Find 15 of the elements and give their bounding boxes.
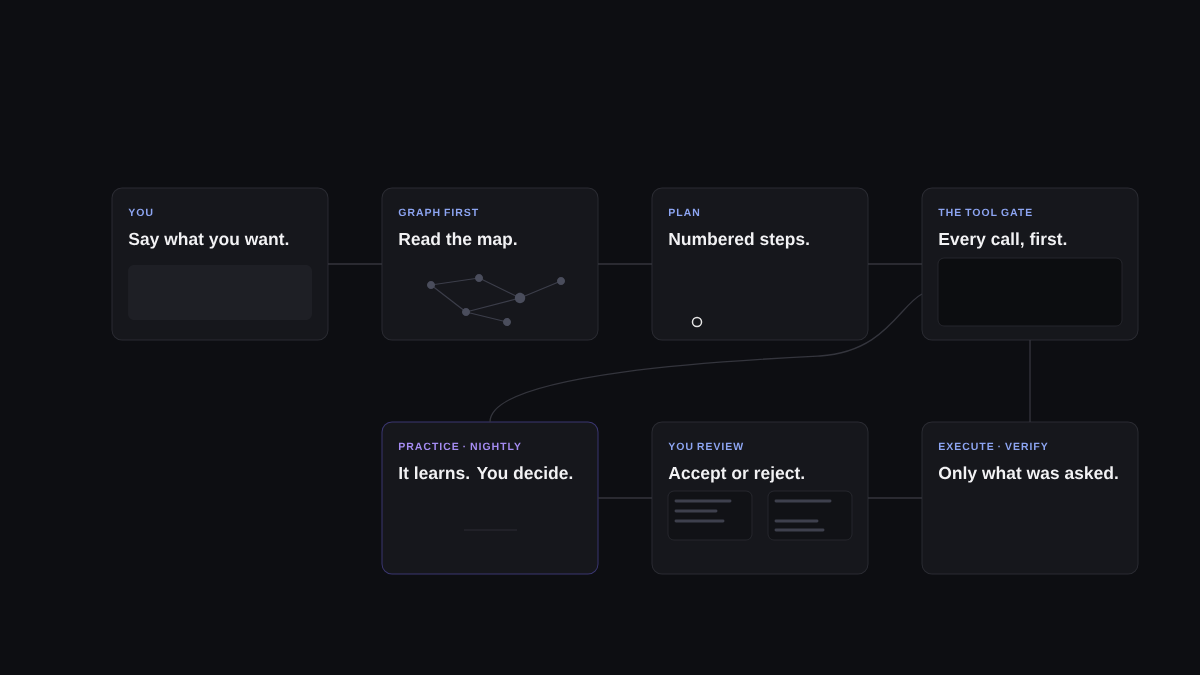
headline: Say what you want. [128,232,289,249]
kicker-label: PRACTICE · NIGHTLY [399,442,521,451]
headline: Read the map. [399,232,517,249]
headline: Every call, first. [939,232,1067,249]
headline: Numbered steps. [669,232,809,249]
connector-line [489,293,923,423]
kicker-label: PLAN [669,208,700,216]
headline: It learns. You decide. [399,466,573,480]
headline: Accept or reject. [668,466,804,483]
kicker-label: GRAPH FIRST [398,208,479,217]
headline: Only what was asked. [939,466,1118,483]
kicker-label: THE TOOL GATE [938,208,1032,217]
kicker-label: YOU [128,208,153,217]
kicker-label: YOU REVIEW [668,442,744,451]
kicker-label: EXECUTE · VERIFY [939,442,1048,451]
